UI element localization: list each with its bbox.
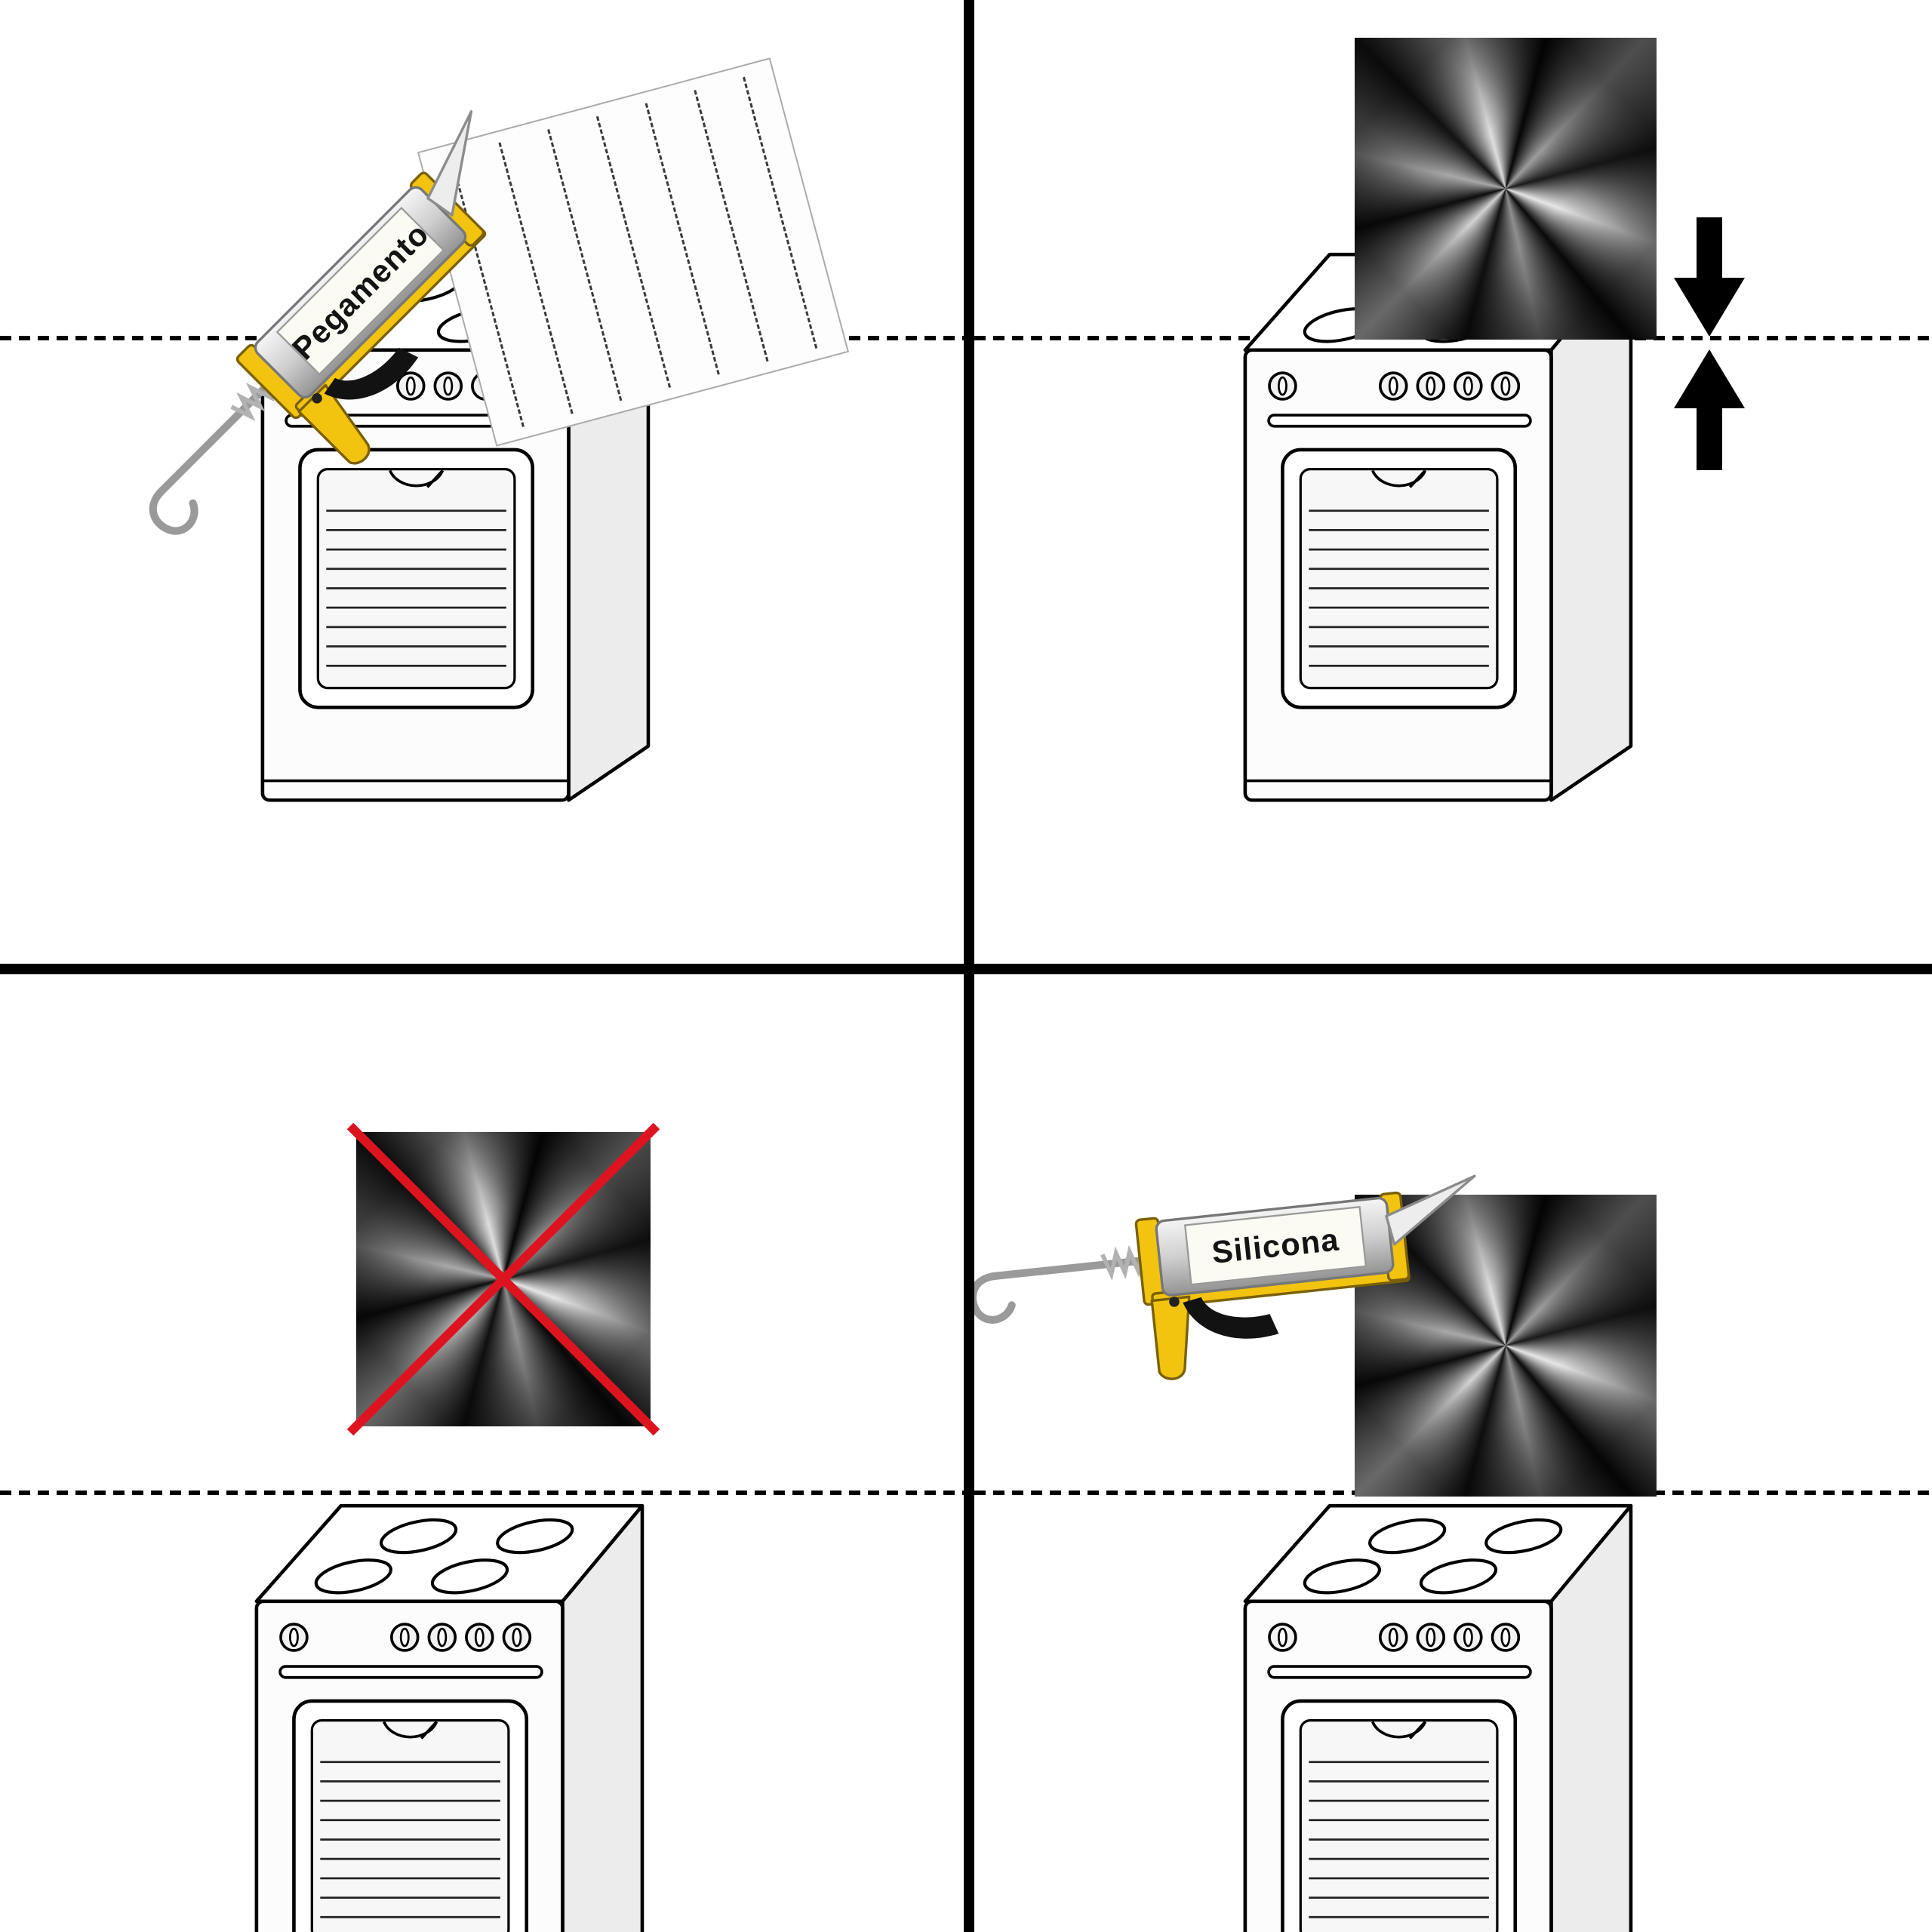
- caulk-gun-glue: Pegamento: [76, 73, 607, 604]
- prohibition-x-icon: [346, 1122, 660, 1436]
- press-together-arrows-icon: [1674, 217, 1745, 470]
- metal-backsplash-panel: [1355, 38, 1657, 340]
- horizontal-divider: [0, 964, 1932, 974]
- quadrant-press-panel: [974, 0, 1932, 964]
- stove: [1226, 1482, 1683, 1932]
- wall-guide-line: [0, 1491, 964, 1495]
- quadrant-no-loose-panel: [0, 974, 964, 1932]
- caulk-gun-silicone: Silicona: [974, 1132, 1505, 1408]
- quadrant-apply-silicone: Silicona: [974, 974, 1932, 1932]
- stove: [237, 1482, 694, 1932]
- quadrant-apply-glue: Pegamento: [0, 0, 964, 964]
